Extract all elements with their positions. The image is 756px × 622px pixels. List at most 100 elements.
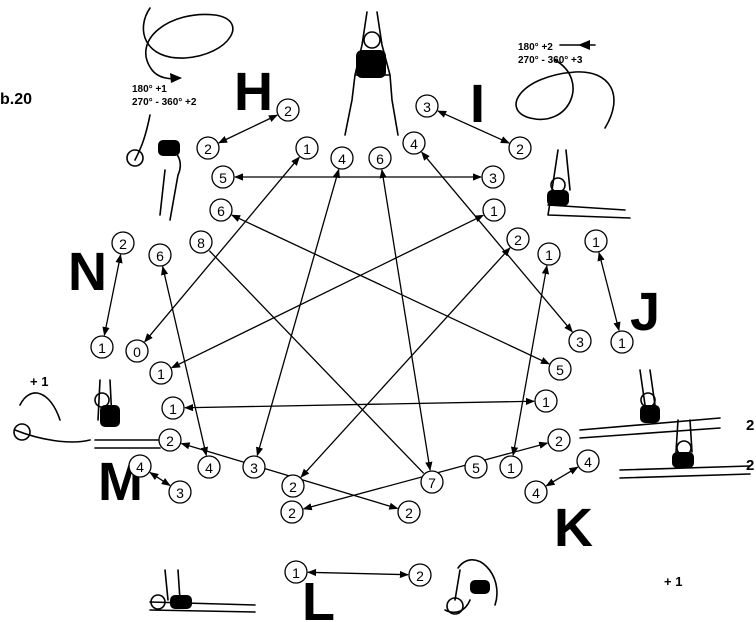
node-number: 1: [303, 141, 311, 157]
gymnast-figure-h: [127, 115, 180, 220]
connector-arrow: [599, 253, 619, 331]
node-number: 2: [166, 433, 174, 449]
node-number: 7: [428, 475, 436, 491]
node-number: 6: [376, 151, 384, 167]
node-number: 3: [176, 485, 184, 501]
node-number: 2: [119, 236, 127, 252]
connector-arrow: [382, 170, 430, 470]
node-b4: 4: [198, 456, 220, 478]
node-number: 0: [133, 344, 141, 360]
node-number: 2: [284, 103, 292, 119]
rotation-swirl-icon-i: [516, 40, 614, 128]
node-b7: 7: [421, 471, 443, 493]
connector-arrow: [172, 215, 483, 367]
node-b2: 2: [282, 475, 304, 497]
node-i3: 3: [416, 95, 438, 117]
node-number: 5: [219, 170, 227, 186]
node-number: 2: [405, 505, 413, 521]
node-number: 5: [472, 460, 480, 476]
node-number: 4: [338, 151, 346, 167]
node-j1b: 1: [585, 230, 607, 252]
node-number: 1: [507, 460, 515, 476]
gymnast-figure-l-right: [445, 560, 497, 614]
node-n1: 1: [91, 336, 113, 358]
node-r3b: 3: [569, 330, 591, 352]
node-number: 2: [289, 479, 297, 495]
node-r3: 3: [482, 166, 504, 188]
node-l6: 6: [210, 199, 232, 221]
node-number: 1: [545, 247, 553, 263]
gymnast-figure-l-left: [150, 570, 255, 612]
node-l1a: 1: [150, 362, 172, 384]
node-i2: 2: [509, 137, 531, 159]
rotation-swirl-icon-h: [143, 8, 232, 83]
node-number: 8: [197, 235, 205, 251]
gymnast-figure-i: [547, 150, 630, 218]
node-lo1: 1: [285, 561, 307, 583]
node-number: 1: [592, 234, 600, 250]
connector-arrow: [209, 251, 423, 474]
node-number: 3: [489, 170, 497, 186]
gymnast-figure-top: [345, 12, 398, 135]
node-l5: 5: [212, 166, 234, 188]
gymnast-figure-k-bottom: [620, 420, 750, 478]
node-number: 2: [204, 141, 212, 157]
node-number: 1: [490, 203, 498, 219]
group-letter-j: J: [630, 282, 660, 342]
connector-arrow: [546, 467, 577, 486]
node-a0: 0: [126, 340, 148, 362]
node-b1: 1: [500, 456, 522, 478]
node-t4: 4: [331, 147, 353, 169]
node-j1a: 1: [538, 243, 560, 265]
connector-arrow: [301, 248, 510, 477]
node-j1c: 1: [611, 331, 633, 353]
rule-i-180: 180° +2: [518, 42, 553, 53]
node-number: 2: [514, 232, 522, 248]
node-number: 6: [217, 203, 225, 219]
node-m3: 3: [169, 481, 191, 503]
node-number: 3: [250, 460, 258, 476]
node-number: 6: [156, 248, 164, 264]
rule-h-180: 180° +1: [132, 84, 167, 95]
node-number: 3: [423, 99, 431, 115]
node-number: 5: [556, 362, 564, 378]
node-n2: 2: [112, 232, 134, 254]
gymnast-figure-k-top: [580, 370, 720, 438]
node-number: 2: [416, 568, 424, 584]
connector-arrow: [150, 473, 170, 486]
node-number: 2: [555, 433, 563, 449]
node-t6: 6: [369, 147, 391, 169]
figure-label: b.20: [0, 91, 32, 108]
bonus-m: + 1: [30, 374, 48, 389]
node-r5: 5: [549, 358, 571, 380]
node-number: 4: [532, 485, 540, 501]
node-r2: 2: [507, 228, 529, 250]
node-r2b: 2: [548, 429, 570, 451]
node-r1b: 1: [535, 390, 557, 412]
node-b5: 5: [465, 456, 487, 478]
node-number: 3: [576, 334, 584, 350]
node-a8: 8: [190, 231, 212, 253]
connector-arrow: [232, 215, 549, 364]
node-h2: 2: [277, 99, 299, 121]
side-mark-top: 2: [746, 417, 754, 434]
node-b3: 3: [243, 456, 265, 478]
node-t4b: 4: [403, 132, 425, 154]
node-b2b: 2: [281, 501, 303, 523]
node-m4: 4: [129, 455, 151, 477]
node-number: 4: [205, 460, 213, 476]
group-letter-i: I: [470, 74, 485, 134]
node-number: 2: [288, 505, 296, 521]
bonus-k: + 1: [664, 574, 682, 589]
rule-h-270: 270° - 360° +2: [132, 97, 197, 108]
node-number: 1: [169, 401, 177, 417]
node-k4: 4: [577, 450, 599, 472]
node-r1: 1: [483, 199, 505, 221]
node-number: 2: [516, 141, 524, 157]
node-number: 1: [157, 366, 165, 382]
group-letter-l: L: [302, 572, 335, 622]
connector-lines: [104, 111, 619, 575]
node-l2: 2: [159, 429, 181, 451]
